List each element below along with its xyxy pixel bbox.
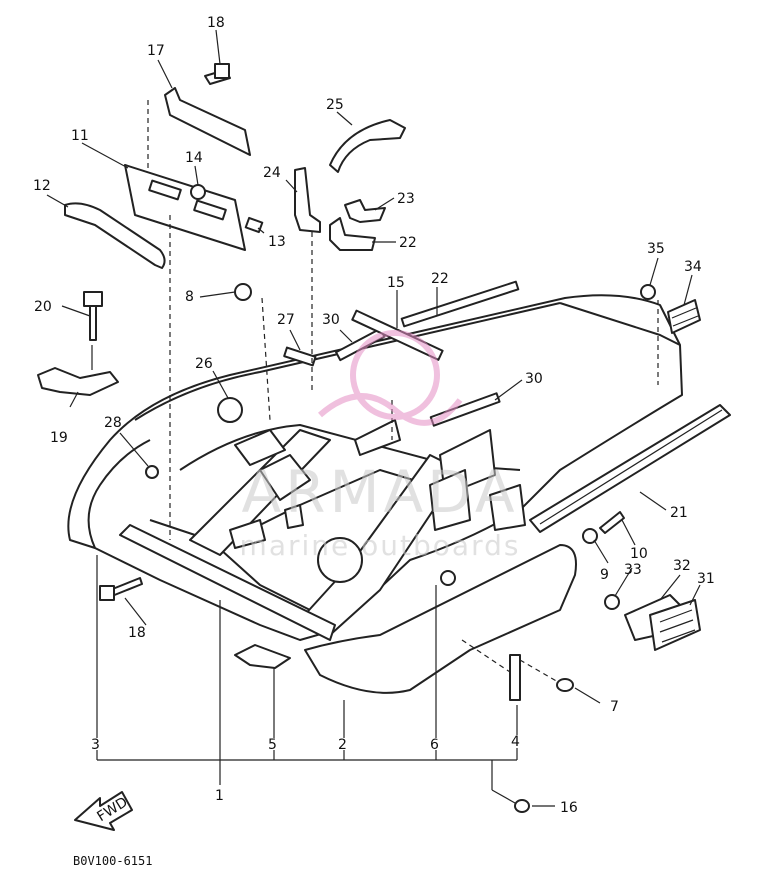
callout-25: 24 [263, 165, 281, 181]
grommet-part-27 [217, 397, 243, 423]
plug-part-16 [514, 799, 530, 813]
watermark-brand: ARMADA [241, 458, 518, 526]
callout-12: 12 [33, 178, 51, 194]
bolt-part-10 [599, 511, 625, 534]
nut-part-14 [190, 184, 206, 200]
callout-2: 2 [338, 737, 347, 753]
callout-17: 17 [147, 43, 165, 59]
callout-7: 7 [610, 699, 619, 715]
callout-35: 35 [647, 241, 665, 257]
grommet-part-8 [234, 283, 252, 301]
callout-34: 34 [684, 259, 702, 275]
bracket-part-24 [344, 199, 386, 223]
callout-30-top: 30 [322, 312, 340, 328]
grip-part-26 [329, 119, 406, 173]
bracket-part-25 [294, 167, 321, 233]
callout-14: 14 [185, 150, 203, 166]
callout-3: 3 [91, 737, 100, 753]
callout-9: 9 [600, 567, 609, 583]
callout-15: 15 [387, 275, 405, 291]
bracket-part-19 [37, 367, 119, 396]
handle-part-12 [64, 202, 166, 269]
strip-part-28 [283, 346, 317, 367]
inner-frame [119, 419, 526, 641]
callout-13: 13 [268, 234, 286, 250]
callout-33: 33 [624, 562, 642, 578]
bottom-reference-lines [96, 555, 518, 804]
callout-20: 20 [34, 299, 52, 315]
leader-lines [46, 29, 701, 807]
callout-26: 25 [326, 97, 344, 113]
front-arrow-icon: FWD [74, 791, 133, 831]
callout-24: 23 [397, 191, 415, 207]
callout-18-bottom: 18 [128, 625, 146, 641]
callout-10: 10 [630, 546, 648, 562]
callout-31: 31 [697, 571, 715, 587]
callout-16: 16 [560, 800, 578, 816]
side-skirt-part-2 [304, 544, 577, 694]
callout-4: 4 [511, 734, 520, 750]
grille-part-31 [649, 599, 701, 651]
dashed-projection-lines [147, 100, 659, 683]
strip-part-22 [400, 280, 520, 328]
bolt-part-20 [89, 304, 97, 341]
nut-part-33 [604, 594, 620, 610]
callout-6: 6 [430, 737, 439, 753]
callout-labels: 18 17 25 11 14 24 12 23 22 13 35 34 15 2… [33, 15, 715, 816]
cap-part-6 [440, 570, 456, 586]
callout-28: 27 [277, 312, 295, 328]
callout-32: 32 [673, 558, 691, 574]
plug-part-7 [556, 678, 574, 692]
nut-part-35 [640, 284, 656, 300]
callout-5: 5 [268, 737, 277, 753]
watermark-tagline: marine outboards [240, 529, 521, 562]
watermark: ARMADA marine outboards [240, 330, 521, 562]
drain-part-4 [509, 654, 521, 701]
callout-27: 26 [195, 356, 213, 372]
callout-19: 19 [50, 430, 68, 446]
grommet-part-29 [145, 465, 159, 479]
callout-18: 18 [207, 15, 225, 31]
cover-part-5 [234, 644, 291, 669]
callout-29: 28 [104, 415, 122, 431]
callout-8: 8 [185, 289, 194, 305]
drawing-code: B0V100-6151 [73, 854, 152, 868]
callout-22: 22 [431, 271, 449, 287]
callout-30-right: 30 [525, 371, 543, 387]
callout-1: 1 [215, 788, 224, 804]
callout-23: 22 [399, 235, 417, 251]
bracket-part-11 [124, 164, 246, 251]
washer-part-9 [582, 528, 598, 544]
bracket-part-23 [329, 217, 376, 251]
callout-11: 11 [71, 128, 89, 144]
callout-21: 21 [670, 505, 688, 521]
bracket-part-17 [164, 87, 251, 156]
